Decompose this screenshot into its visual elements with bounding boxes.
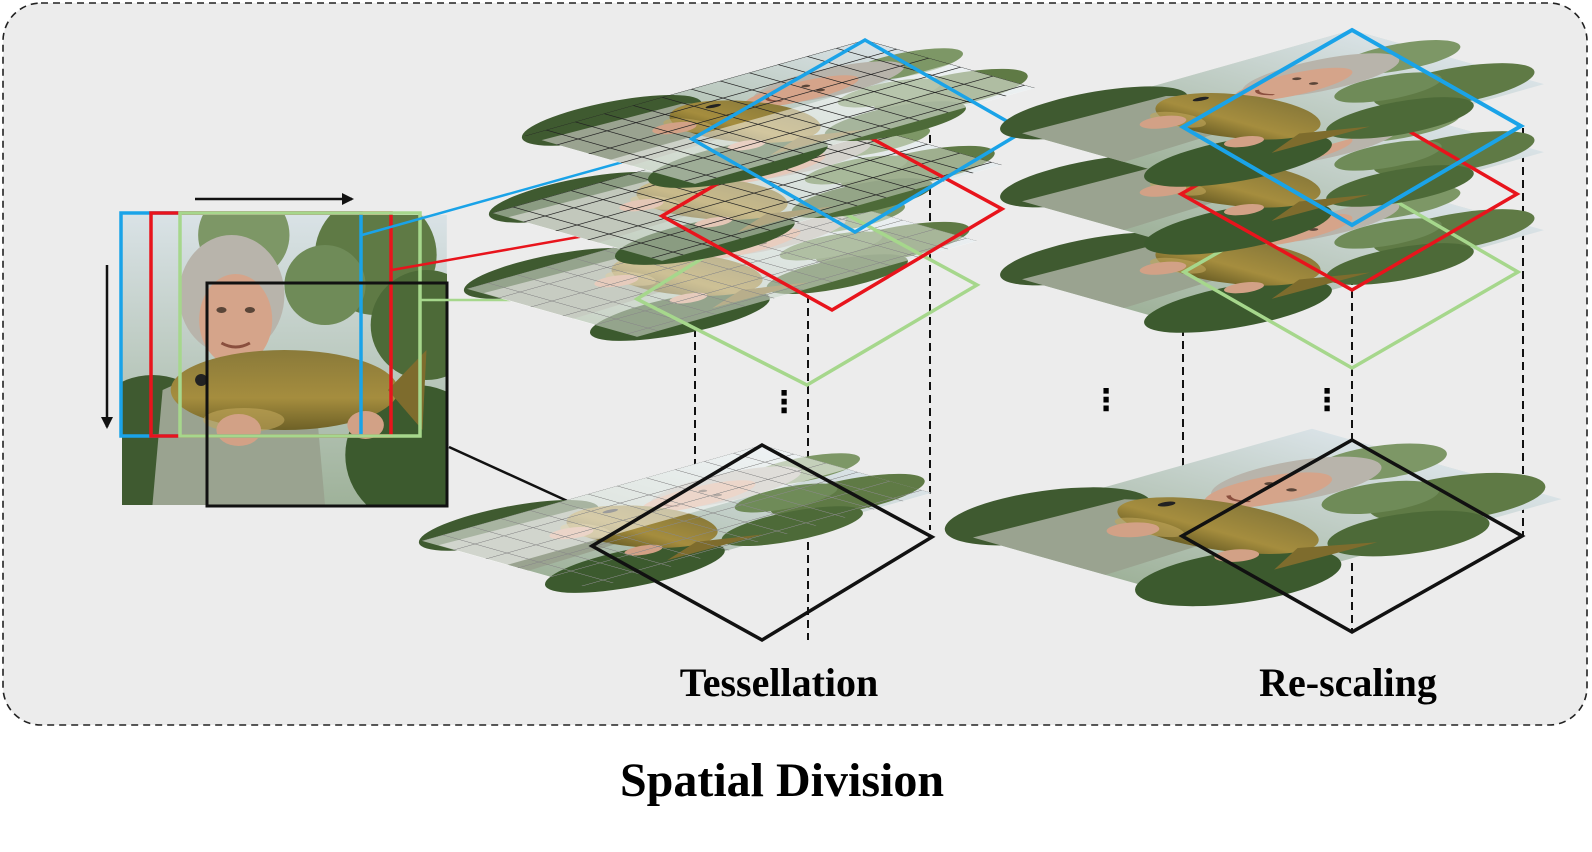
- tessellation-ellipsis: ⋮: [769, 385, 799, 420]
- black-window: [205, 281, 449, 508]
- tile-red: [446, 100, 1054, 313]
- tile-black: [376, 428, 984, 643]
- source-image: [122, 215, 447, 505]
- rescaling-column: ⋮: [893, 15, 1592, 635]
- middle-ellipsis: ⋮: [1091, 383, 1121, 418]
- green-window: [178, 211, 422, 438]
- tessellation-column: ⋮: [376, 23, 1087, 643]
- rescaled-black: [893, 411, 1592, 635]
- rescaling-label: Re-scaling: [1259, 660, 1437, 705]
- rescaled-blue: [956, 15, 1592, 228]
- tessellation-label: Tessellation: [680, 660, 879, 705]
- tile-blue: [479, 23, 1087, 235]
- rescaling-ellipsis: ⋮: [1312, 383, 1342, 418]
- figure-caption: Spatial Division: [620, 754, 944, 807]
